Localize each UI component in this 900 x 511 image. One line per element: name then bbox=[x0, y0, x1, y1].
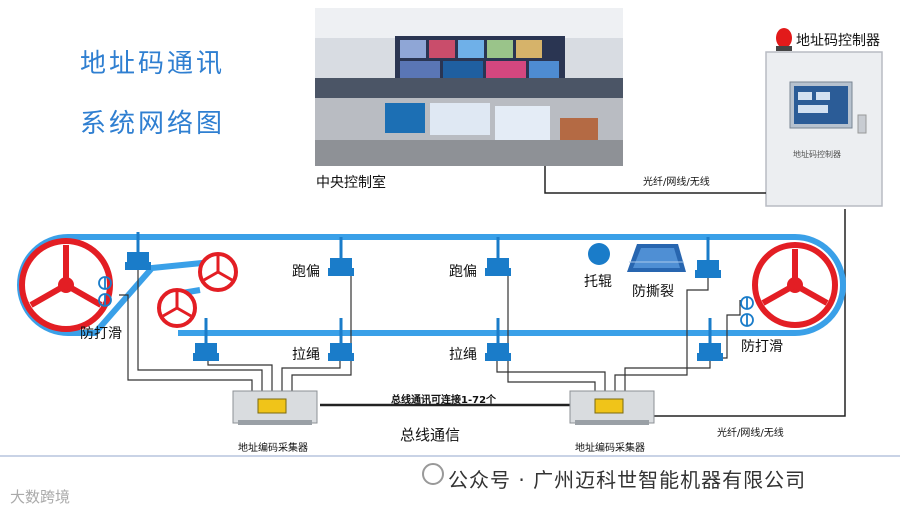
label-anti-tear: 防撕裂 bbox=[632, 284, 674, 300]
sensor-top-right bbox=[695, 237, 721, 278]
label-deviation-left: 跑偏 bbox=[292, 264, 320, 280]
footer-text: 公众号 · 广州迈科世智能机器有限公司 bbox=[448, 468, 807, 492]
bus-label: 总线通信 bbox=[400, 426, 461, 444]
link-label-bottom: 光纤/网线/无线 bbox=[717, 428, 784, 439]
label-anti-slip-left: 防打滑 bbox=[80, 326, 122, 342]
sensor-top-1 bbox=[125, 232, 151, 270]
sensor-return-1 bbox=[193, 318, 219, 361]
sensor-deviation-left bbox=[328, 237, 354, 276]
sensor-deviation-right bbox=[485, 237, 511, 276]
address-controller-cabinet bbox=[765, 28, 883, 207]
label-idler: 托辊 bbox=[584, 274, 612, 290]
controller-panel-text: 地址码控制器 bbox=[793, 150, 841, 159]
control-room-photo bbox=[315, 8, 623, 166]
diagram-title-line1: 地址码通讯 bbox=[80, 49, 226, 79]
collector-right-label: 地址编码采集器 bbox=[575, 443, 645, 454]
footer-divider bbox=[0, 455, 900, 457]
head-pulley-right bbox=[752, 242, 838, 328]
snub-pulley-2 bbox=[157, 288, 197, 328]
label-deviation-right: 跑偏 bbox=[449, 264, 477, 280]
collector-left-label: 地址编码采集器 bbox=[238, 443, 308, 454]
brand-watermark: 大数跨境 bbox=[10, 488, 71, 506]
label-pullcord-right: 拉绳 bbox=[449, 347, 477, 363]
bus-capacity-label: 总线通讯可连接1-72个 bbox=[391, 395, 497, 406]
sensor-pullcord-left bbox=[328, 318, 354, 361]
diagram-title-line2: 系统网络图 bbox=[80, 109, 226, 139]
link-label-top: 光纤/网线/无线 bbox=[643, 177, 710, 188]
sensor-return-right bbox=[697, 318, 723, 361]
control-room-label: 中央控制室 bbox=[316, 175, 386, 191]
collector-right-box bbox=[569, 390, 655, 425]
idler-sensor bbox=[588, 243, 610, 265]
collector-left-box bbox=[232, 390, 318, 425]
anti-slip-sensor-right bbox=[740, 296, 754, 327]
snub-pulley-1 bbox=[198, 252, 238, 292]
label-pullcord-left: 拉绳 bbox=[292, 347, 320, 363]
sensor-pullcord-right bbox=[485, 318, 511, 361]
head-pulley-left bbox=[19, 238, 113, 332]
label-anti-slip-right: 防打滑 bbox=[741, 339, 783, 355]
anti-slip-sensor-left bbox=[98, 276, 112, 307]
controller-label: 地址码控制器 bbox=[796, 33, 880, 49]
